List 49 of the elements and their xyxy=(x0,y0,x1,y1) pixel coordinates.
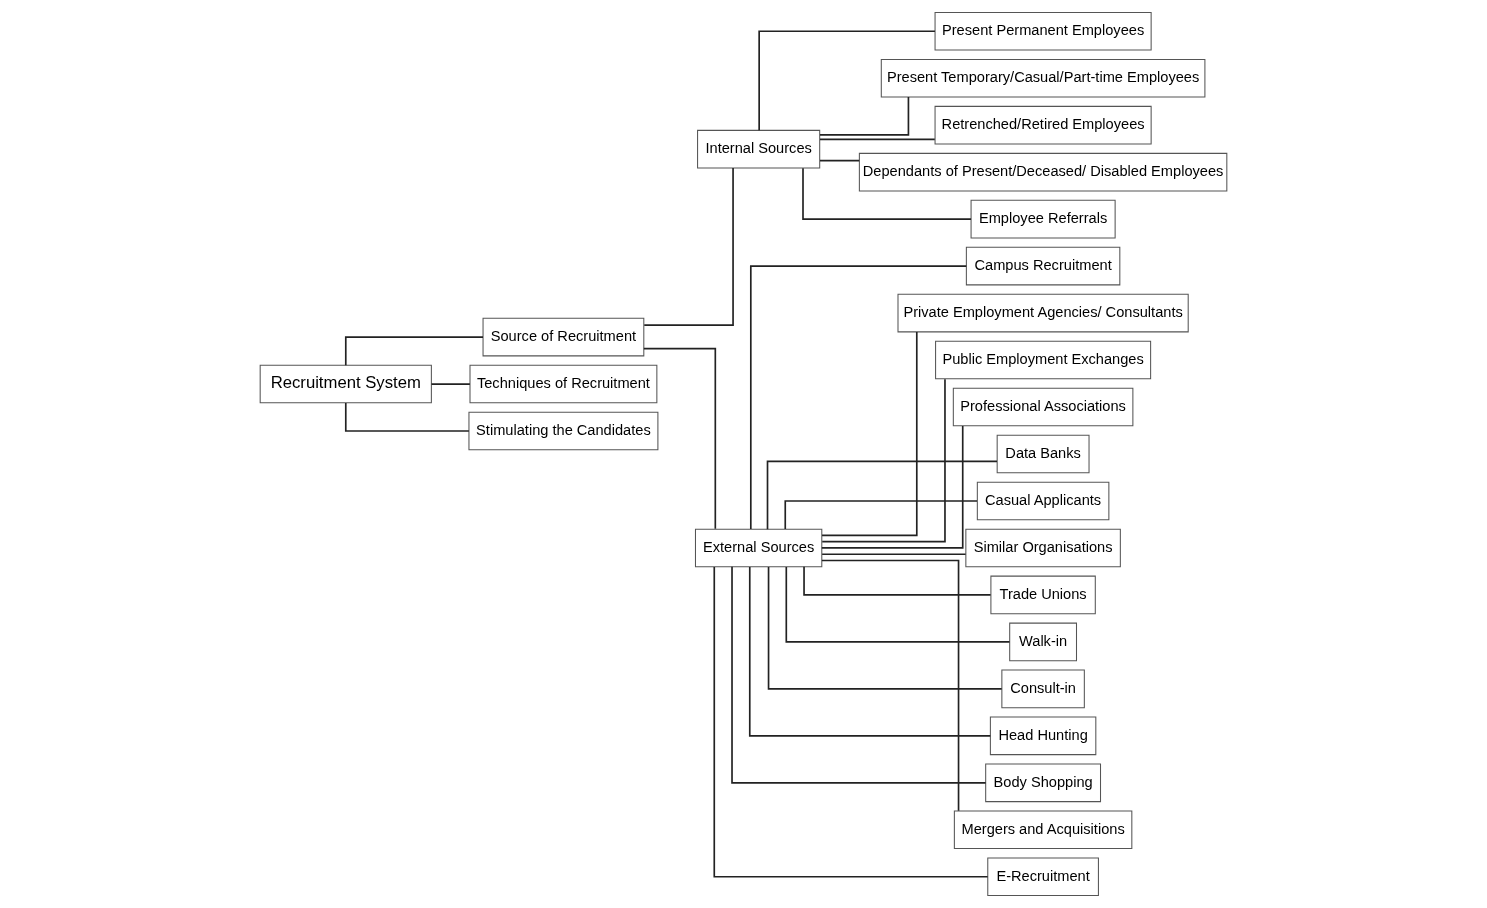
connector xyxy=(748,566,992,737)
node-box: Present Permanent Employees xyxy=(934,11,1152,51)
node-box: Mergers and Acquisitions xyxy=(953,810,1133,850)
connector xyxy=(821,553,967,556)
connector xyxy=(713,566,989,878)
node-box: Body Shopping xyxy=(985,763,1102,803)
connector xyxy=(767,566,1003,690)
connector xyxy=(643,167,734,326)
connector xyxy=(819,96,910,136)
connector xyxy=(821,331,918,537)
connector xyxy=(785,566,1011,643)
node-box: External Sources xyxy=(694,528,823,568)
connector xyxy=(821,559,960,812)
node-box: Casual Applicants xyxy=(976,481,1110,521)
connector xyxy=(803,565,992,596)
connector xyxy=(766,460,998,530)
node-box: Present Temporary/Casual/Part-time Employees xyxy=(880,58,1206,98)
node-box: Employee Referrals xyxy=(970,199,1116,239)
node-box: Dependants of Present/Deceased/ Disabled Employees xyxy=(858,152,1228,192)
node-box: Recruitment System xyxy=(259,364,432,404)
node-box: Head Hunting xyxy=(989,716,1097,756)
node-box: Private Employment Agencies/ Consultants xyxy=(897,293,1189,333)
connector xyxy=(344,336,484,367)
node-box: Consult-in xyxy=(1001,669,1085,709)
node-box: E-Recruitment xyxy=(987,857,1099,897)
node-box: Campus Recruitment xyxy=(965,246,1121,286)
connector xyxy=(430,383,471,385)
node-box: Professional Associations xyxy=(952,387,1134,427)
node-box: Techniques of Recruitment xyxy=(469,364,658,404)
connector xyxy=(344,402,470,432)
connector xyxy=(731,565,987,784)
connector xyxy=(821,378,946,543)
node-box: Retrenched/Retired Employees xyxy=(934,105,1152,145)
connector xyxy=(643,347,717,530)
node-box: Stimulating the Candidates xyxy=(468,411,659,451)
node-box: Source of Recruitment xyxy=(482,317,645,357)
node-box: Internal Sources xyxy=(697,129,821,169)
node-box: Walk-in xyxy=(1009,622,1077,662)
connector xyxy=(784,500,978,530)
node-box: Similar Organisations xyxy=(965,528,1121,568)
connector xyxy=(819,159,860,162)
connector xyxy=(758,30,936,132)
connector xyxy=(819,138,936,141)
connector xyxy=(749,265,968,530)
connector xyxy=(820,425,964,549)
node-box: Trade Unions xyxy=(990,575,1096,615)
node-box: Data Banks xyxy=(996,434,1090,474)
connector xyxy=(802,167,972,220)
node-box: Public Employment Exchanges xyxy=(935,340,1152,380)
